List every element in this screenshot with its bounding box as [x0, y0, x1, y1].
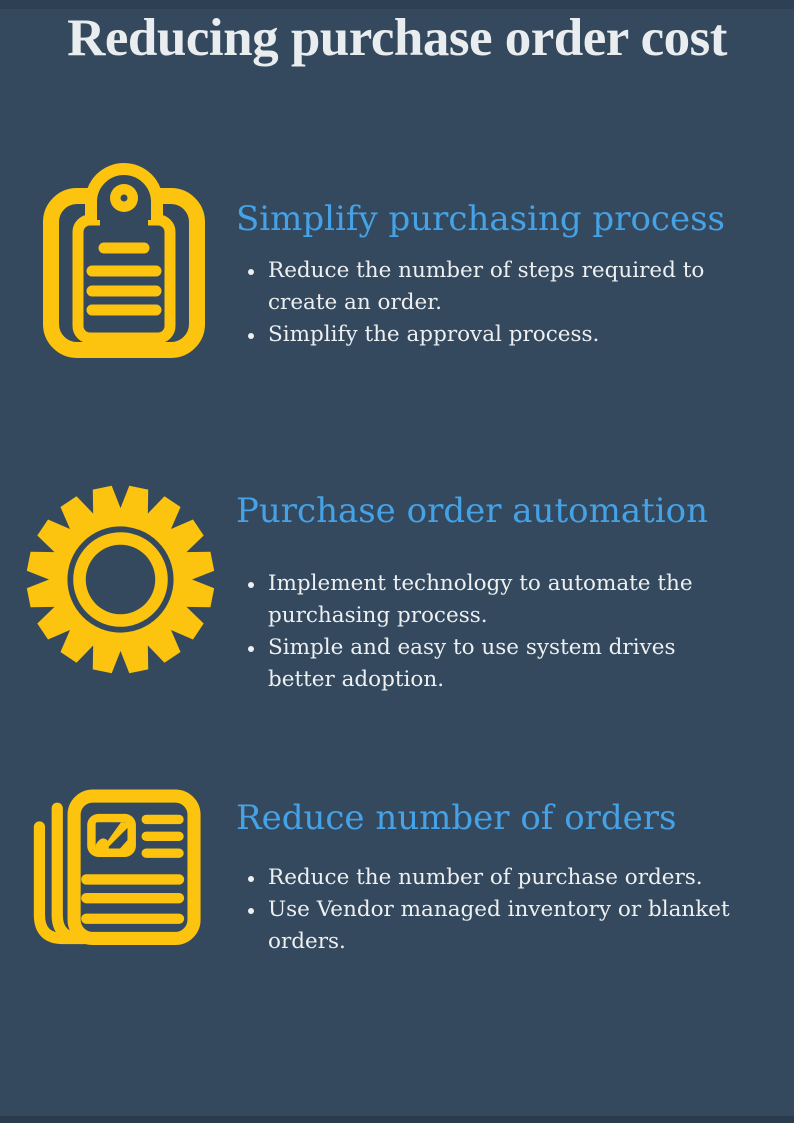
bullet-list: Reduce the number of purchase orders. Us…: [236, 862, 741, 958]
page-title: Reducing purchase order cost: [67, 9, 727, 67]
bottom-shade: [0, 1116, 794, 1123]
bullet-list: Reduce the number of steps required to c…: [236, 255, 741, 351]
section-heading: Purchase order automation: [236, 491, 708, 531]
newspaper-icon: [31, 787, 209, 955]
gear-icon: [24, 483, 217, 676]
bullet-item: Reduce the number of purchase orders.: [266, 862, 741, 894]
bullet-item: Simplify the approval process.: [266, 319, 741, 351]
bullet-item: Simple and easy to use system drives bet…: [266, 632, 741, 696]
section-heading: Reduce number of orders: [236, 798, 677, 838]
bullet-item: Use Vendor managed inventory or blanket …: [266, 894, 741, 958]
bullet-item: Reduce the number of steps required to c…: [266, 255, 741, 319]
top-shade: [0, 0, 794, 9]
bullet-list: Implement technology to automate the pur…: [236, 568, 741, 696]
clipboard-icon: [40, 162, 208, 362]
section-heading: Simplify purchasing process: [236, 199, 725, 239]
bullet-item: Implement technology to automate the pur…: [266, 568, 741, 632]
